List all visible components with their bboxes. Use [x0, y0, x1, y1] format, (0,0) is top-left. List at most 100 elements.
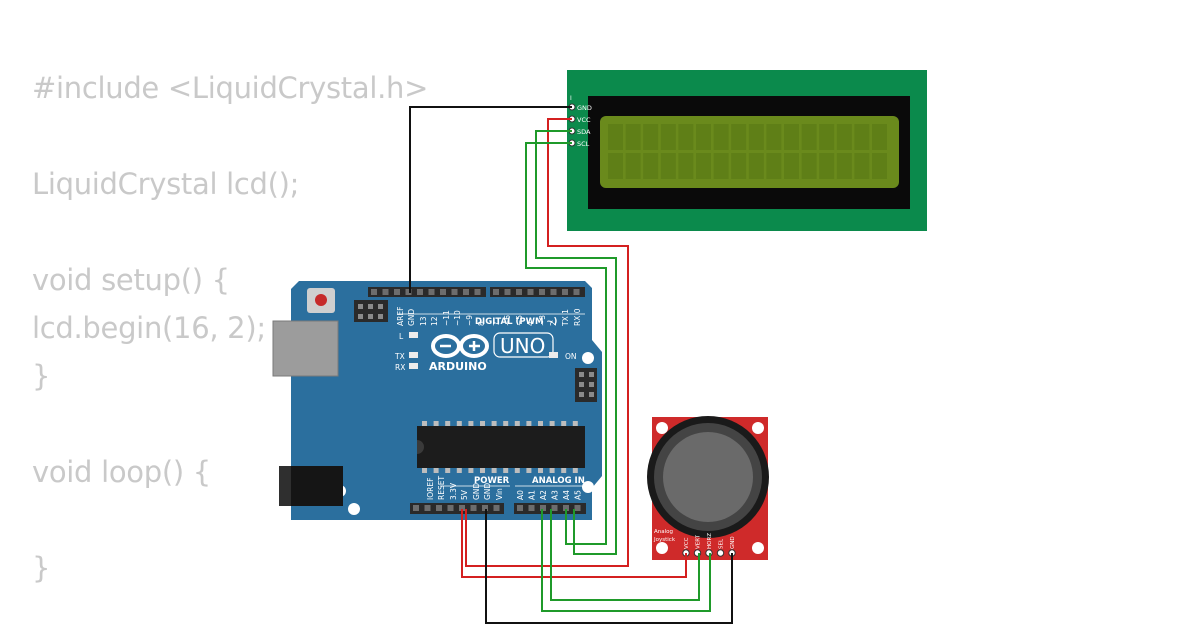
digital-pin[interactable] — [527, 289, 534, 295]
lcd-char-cell — [608, 124, 623, 150]
code-line-setup-close: } — [32, 359, 51, 393]
digital-pin[interactable] — [371, 289, 377, 295]
wire-lcd-gnd[interactable] — [409, 106, 572, 293]
wire-joystick-gnd[interactable] — [485, 509, 733, 624]
digital-pin[interactable] — [428, 289, 435, 295]
digital-pin-label: ~3 — [538, 315, 547, 326]
lcd-char-cell — [678, 124, 694, 150]
digital-pin[interactable] — [463, 289, 469, 295]
digital-pin-label: GND — [407, 309, 416, 326]
lcd-char-cell — [836, 153, 852, 179]
svg-text:TX: TX — [394, 352, 405, 361]
analog-pin[interactable] — [563, 505, 569, 511]
digital-header-right — [490, 287, 585, 297]
arduino-logo-icon — [431, 334, 489, 358]
joystick-pin-label: VCC — [684, 537, 690, 549]
joystick-knob[interactable] — [647, 416, 769, 538]
lcd-char-cell — [625, 153, 641, 179]
power-pin[interactable] — [447, 505, 454, 511]
wire-lcd-scl[interactable] — [525, 142, 607, 545]
lcd-char-cell — [731, 124, 747, 150]
mounting-hole — [656, 422, 668, 434]
digital-pin[interactable] — [504, 289, 511, 295]
lcd-char-cell — [872, 153, 887, 179]
brand-label: ARDUINO — [429, 360, 487, 373]
digital-pin[interactable] — [550, 289, 557, 295]
wire-joystick-vert[interactable] — [550, 509, 700, 601]
digital-pin-label: 4 — [526, 321, 535, 326]
digital-pin[interactable] — [394, 289, 400, 295]
power-pin[interactable] — [424, 505, 431, 511]
digital-pin[interactable] — [417, 289, 423, 295]
lcd-char-cell — [819, 124, 835, 150]
power-pin-label: Vin — [495, 488, 504, 500]
lcd-char-cell — [819, 153, 835, 179]
analog-pin[interactable] — [551, 505, 558, 511]
wire-joystick-horz[interactable] — [541, 509, 711, 612]
lcd-char-cell — [784, 153, 799, 179]
digital-pin[interactable] — [539, 289, 545, 295]
digital-pin[interactable] — [562, 289, 568, 295]
digital-pin-label: 2 — [549, 321, 558, 326]
power-label: POWER — [474, 476, 510, 486]
digital-pin-label: 8 — [477, 321, 486, 326]
digital-pin[interactable] — [573, 289, 580, 295]
led-l: L — [399, 332, 418, 341]
analog-pin[interactable] — [574, 505, 581, 511]
wire-joystick-vcc[interactable] — [461, 509, 687, 578]
analog-pin-label: A0 — [516, 490, 525, 500]
lcd-char-cell — [678, 153, 694, 179]
lcd-char-cell — [660, 124, 676, 150]
lcd-character-grid — [608, 124, 887, 179]
mounting-hole — [752, 542, 764, 554]
joystick-pin-label: SEL — [719, 538, 725, 549]
digital-pin[interactable] — [451, 289, 458, 295]
joystick-pin-label: HORZ — [707, 533, 713, 549]
lcd-char-cell — [748, 124, 764, 150]
power-pin-label: GND — [472, 483, 481, 500]
digital-pin[interactable] — [474, 289, 481, 295]
digital-pin[interactable] — [440, 289, 446, 295]
board-model-label: UNO — [500, 334, 545, 358]
analog-header — [514, 503, 586, 514]
digital-pin-label: ~6 — [503, 315, 512, 326]
analog-pin[interactable] — [517, 505, 523, 511]
reset-button[interactable] — [307, 288, 335, 313]
power-header — [410, 503, 504, 514]
led-on: ON — [549, 352, 577, 361]
power-pin-label: IOREF — [426, 478, 435, 500]
digital-pin-label: 13 — [419, 316, 428, 326]
power-pin[interactable] — [482, 505, 488, 511]
power-pin-label: 3.3V — [449, 482, 458, 500]
lcd-char-cell — [766, 124, 782, 150]
power-pin[interactable] — [413, 505, 419, 511]
wire-lcd-vcc[interactable] — [465, 118, 629, 567]
wire-lcd-sda[interactable] — [535, 130, 617, 555]
lcd-header-mark: I — [570, 95, 572, 102]
power-pin[interactable] — [436, 505, 442, 511]
lcd-char-cell — [696, 124, 711, 150]
digital-pin[interactable] — [382, 289, 389, 295]
usb-connector — [272, 320, 339, 377]
digital-pin-label: ~9 — [465, 315, 474, 326]
analog-pin-label: A4 — [562, 490, 571, 500]
analog-pin-label: A2 — [539, 490, 548, 500]
digital-pin[interactable] — [493, 289, 499, 295]
power-pin[interactable] — [470, 505, 477, 511]
lcd-char-cell — [801, 124, 817, 150]
icsp-header-top — [354, 300, 388, 322]
lcd-char-cell — [784, 124, 799, 150]
power-pin[interactable] — [459, 505, 465, 511]
power-pin[interactable] — [493, 505, 500, 511]
joystick-pin-label: GND — [730, 536, 736, 549]
analog-pin[interactable] — [540, 505, 546, 511]
analog-pin-label: A3 — [551, 490, 560, 500]
digital-pin[interactable] — [516, 289, 522, 295]
analog-pin[interactable] — [528, 505, 535, 511]
joystick-pin[interactable] — [716, 549, 725, 557]
digital-pin[interactable] — [405, 289, 412, 295]
lcd-module[interactable]: I GND VCC SDA SCL — [567, 70, 927, 231]
lcd-pin-label-sda: SDA — [577, 128, 591, 136]
